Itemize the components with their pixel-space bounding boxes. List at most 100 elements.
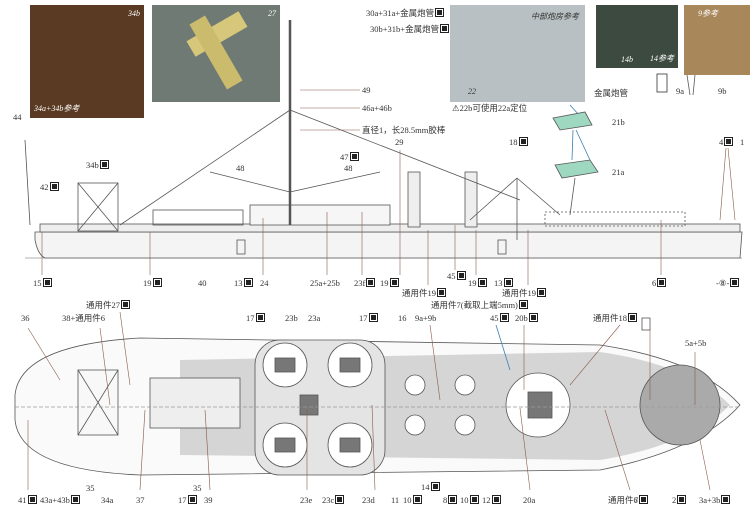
part-label: 43a+43b	[40, 495, 80, 505]
part-label: 23c	[322, 495, 345, 505]
part-label: 49	[362, 85, 371, 95]
part-label: 25a+25b	[310, 278, 340, 288]
part-marker-icon	[437, 288, 447, 297]
part-number: 23b	[285, 313, 298, 323]
part-label: 17	[178, 495, 197, 505]
part-number: 45	[490, 313, 499, 323]
part-number: 23d	[362, 495, 375, 505]
part-label: 35	[193, 483, 202, 493]
part-marker-icon	[349, 152, 359, 161]
part-number: 39	[204, 495, 213, 505]
part-label: 10	[460, 495, 479, 505]
midship-battery-reference-photo: 中部炮房参考 22	[450, 5, 585, 102]
part-label: 3a+3b	[699, 495, 731, 505]
part-label: 13	[234, 278, 253, 288]
part-number: 16	[398, 313, 407, 323]
part-label: 10	[403, 495, 422, 505]
part-label: 20b	[515, 313, 538, 323]
part-number: 48	[236, 163, 245, 173]
photo-caption: 34a+34b参考	[34, 104, 80, 113]
callout-21a: 21a	[612, 167, 625, 177]
part-number: 6	[652, 278, 657, 288]
part-number: 5a+5b	[685, 338, 707, 348]
part-label: 通用件18	[593, 313, 638, 323]
part-label: 通用件19	[402, 288, 447, 298]
part-number: 36	[21, 313, 30, 323]
part-number: 38+通用件6	[62, 313, 106, 323]
part-marker-icon	[499, 313, 509, 322]
part-number: 1	[740, 137, 745, 147]
part-marker-icon	[440, 24, 450, 33]
part-label: 23b	[285, 313, 298, 323]
part-number: 20a	[523, 495, 536, 505]
part-marker-icon	[518, 300, 528, 309]
part-label: 5a+5b	[685, 338, 706, 348]
part-label: 34a	[101, 495, 113, 505]
part-number: 11	[391, 495, 400, 505]
label-text: 30b+31b+金属炮管	[370, 24, 440, 34]
part-label: 19	[143, 278, 162, 288]
part-marker-icon	[187, 495, 197, 504]
part-marker-icon	[412, 495, 422, 504]
part-label: 9a+9b	[415, 313, 436, 323]
part-label: 14	[421, 482, 440, 492]
part-number: 20b	[515, 313, 528, 323]
part-label: 45	[490, 313, 509, 323]
callout-9a: 9a	[676, 86, 685, 96]
part-number: 48	[344, 163, 353, 173]
part-number: 通用件18	[593, 313, 628, 323]
cross-part-photo: 27	[152, 5, 280, 102]
part-label: 42	[40, 182, 59, 192]
part-number: 23f	[354, 278, 366, 288]
part-label: 19	[468, 278, 487, 288]
part-label: 19	[380, 278, 399, 288]
part-label: 39	[204, 495, 213, 505]
part-marker-icon	[518, 137, 528, 146]
part-marker-icon	[639, 495, 649, 504]
part-number: 19	[380, 278, 389, 288]
photo-caption: 34b	[128, 9, 140, 18]
part-label: 15	[33, 278, 52, 288]
part-label: 18	[509, 137, 528, 147]
part-label: 40	[198, 278, 207, 288]
part-number: 17	[246, 313, 255, 323]
part-number: 41	[18, 495, 27, 505]
part-number: 14	[421, 482, 430, 492]
part-marker-icon	[152, 278, 162, 287]
part-number: 13	[234, 278, 243, 288]
part-number: 44	[13, 112, 22, 122]
part-marker-icon	[435, 8, 445, 17]
part-number: 17	[178, 495, 187, 505]
part-marker-icon	[456, 271, 466, 280]
callout-21b: 21b	[612, 117, 625, 127]
part-label: 35	[86, 483, 95, 493]
part-label: 13	[494, 278, 513, 288]
part-number: 通用件7(截取上端5mm)	[431, 300, 518, 310]
part-label: 38+通用件6	[62, 313, 105, 323]
part-number: 23a	[308, 313, 321, 323]
part-label: 36	[21, 313, 30, 323]
part-number: 40	[198, 278, 207, 288]
part-number: 10	[460, 495, 469, 505]
part-label: 通用件6	[608, 495, 638, 505]
part-label: 16	[398, 313, 407, 323]
callout-9b: 9b	[718, 86, 727, 96]
part-label: 17	[359, 313, 378, 323]
part-marker-icon	[121, 300, 131, 309]
part-number: 29	[395, 137, 404, 147]
part-marker-icon	[448, 495, 458, 504]
part-number: 19	[143, 278, 152, 288]
photo-caption: 27	[268, 9, 276, 18]
part-marker-icon	[99, 160, 109, 169]
part-label: 44	[13, 112, 22, 122]
part-number: 2	[672, 495, 677, 505]
part-marker-icon	[491, 495, 501, 504]
part-label: 17	[246, 313, 265, 323]
part-marker-icon	[730, 278, 740, 287]
part-label: 29	[395, 137, 404, 147]
boat-davit-reference-photo: 34b 34a+34b参考	[30, 5, 144, 118]
side-view	[24, 20, 743, 285]
photo-caption: 中部炮房参考	[531, 12, 579, 21]
part-number: 19	[468, 278, 477, 288]
